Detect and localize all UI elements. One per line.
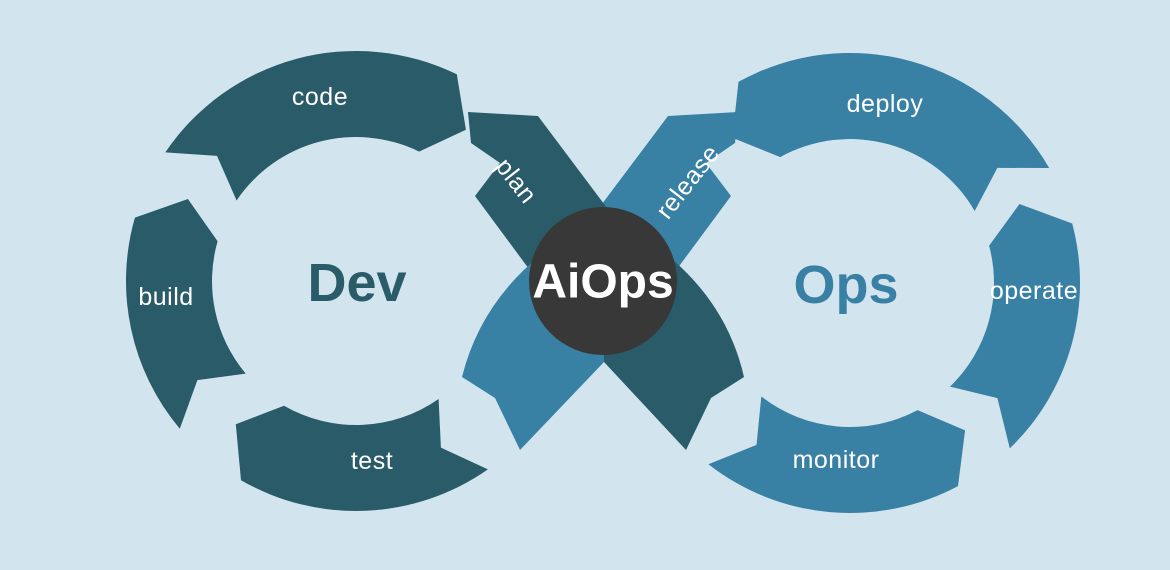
code-label: code <box>292 83 348 111</box>
dev-title: Dev <box>307 253 406 313</box>
code-segment-arrow <box>165 51 466 201</box>
aiops-title: AiOps <box>532 256 673 309</box>
ops-loop <box>708 52 1081 514</box>
build-segment-arrow <box>125 199 246 429</box>
monitor-label: monitor <box>793 446 880 474</box>
test-segment-arrow <box>235 399 488 511</box>
dev-loop <box>125 51 488 511</box>
operate-segment-arrow <box>950 204 1081 449</box>
ops-title: Ops <box>793 255 898 315</box>
monitor-segment-arrow <box>708 396 966 514</box>
operate-label: operate <box>990 277 1078 305</box>
deploy-segment-arrow <box>732 52 1050 211</box>
deploy-label: deploy <box>847 90 924 118</box>
test-label: test <box>351 447 393 475</box>
build-label: build <box>138 283 193 311</box>
aiops-center-circle <box>529 207 677 355</box>
